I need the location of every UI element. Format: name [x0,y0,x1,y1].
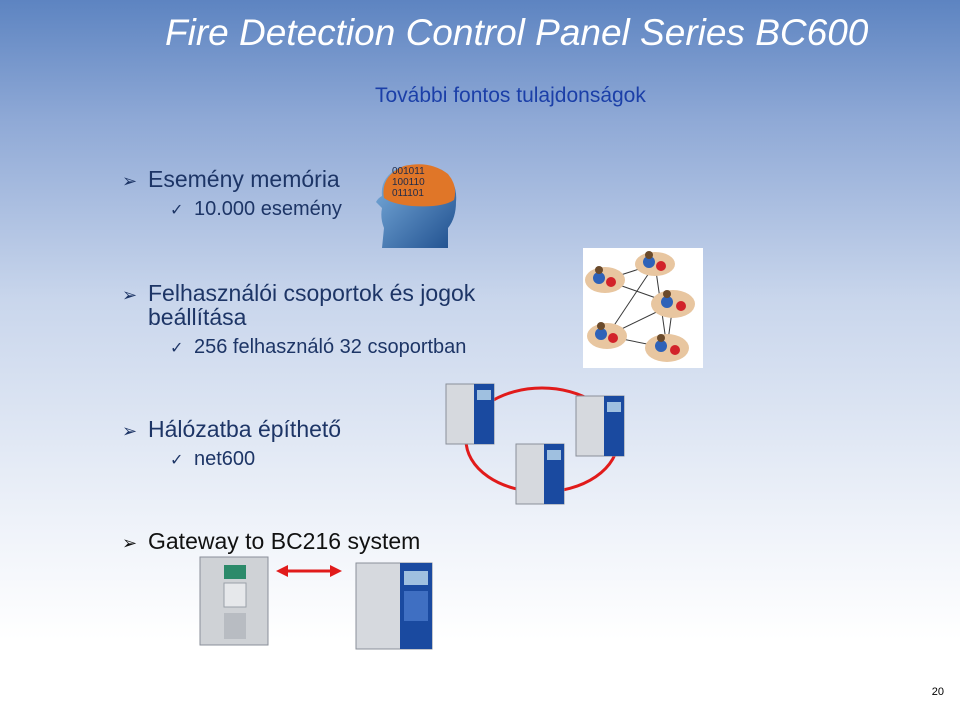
checkmark-icon: ✓ [170,202,184,219]
control-panel [515,443,565,505]
bullet-label-line1: Felhasználói csoportok és jogok [148,280,476,306]
subbullet-label: 256 felhasználó 32 csoportban [194,336,467,358]
subbullet-label: net600 [194,448,256,470]
arrow-bullet-icon: ➢ [122,533,138,553]
page-number: 20 [931,686,944,698]
bc216-panel [199,556,269,646]
bullet-gateway: ➢ Gateway to BC216 system [122,528,420,555]
checkmark-icon: ✓ [170,340,184,357]
bc600-panel [355,562,433,650]
control-panel [575,395,625,457]
binary-line: 100110 [392,177,425,188]
checkmark-icon: ✓ [170,452,184,469]
user-network-icon [583,248,703,368]
head-binary-icon: 001011 100110 011101 [376,164,457,248]
arrow-bullet-icon: ➢ [122,285,138,305]
bullet-label: Esemény memória [148,166,340,192]
bullet-label-line2: beállítása [148,304,247,330]
subbullet-events: ✓ 10.000 esemény [170,198,342,221]
bullet-event-memory: ➢ Esemény memória [122,166,340,193]
subbullet-users: ✓ 256 felhasználó 32 csoportban [170,336,466,359]
control-panel [445,383,495,445]
gateway-arrow [276,565,342,577]
arrow-bullet-icon: ➢ [122,171,138,191]
panel-network-icon [445,383,625,505]
bullet-user-groups: ➢ Felhasználói csoportok és jogok [122,280,475,307]
binary-line: 011101 [392,188,424,199]
slide-subtitle: További fontos tulajdonságok [375,84,646,107]
arrow-bullet-icon: ➢ [122,421,138,441]
bullet-label: Hálózatba építhető [148,416,342,442]
subbullet-net600: ✓ net600 [170,448,255,471]
gateway-icon [199,556,433,650]
binary-line: 001011 [392,166,425,177]
slide-title: Fire Detection Control Panel Series BC60… [165,12,869,53]
bullet-network: ➢ Hálózatba építhető [122,416,341,443]
subbullet-label: 10.000 esemény [194,198,342,220]
bullet-user-groups-cont: beállítása [148,304,246,331]
bullet-label: Gateway to BC216 system [148,528,421,554]
